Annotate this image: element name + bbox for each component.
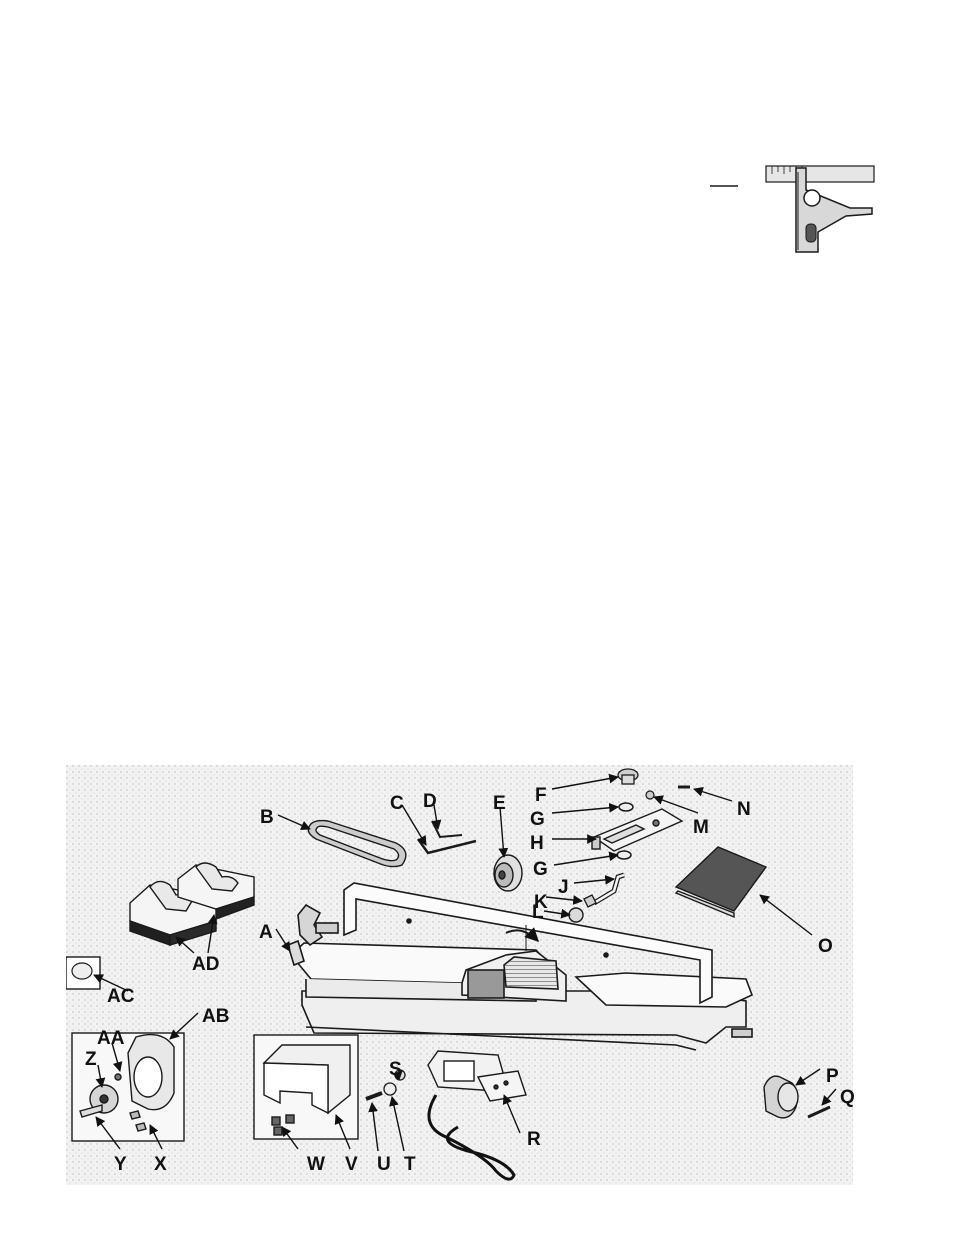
flange-nut [569, 908, 583, 922]
label-p: P [826, 1067, 839, 1086]
washer-upper [619, 803, 633, 811]
label-f: F [535, 786, 547, 805]
jointer-parts-diagram [66, 765, 853, 1185]
label-o: O [818, 937, 833, 956]
label-c: C [390, 794, 404, 813]
label-d: D [423, 792, 437, 811]
label-b: B [260, 808, 274, 827]
belt-guard-inset [254, 1035, 358, 1139]
label-a: A [259, 923, 273, 942]
label-m: M [693, 818, 709, 837]
label-z: Z [85, 1050, 97, 1069]
dust-cap [66, 957, 100, 989]
label-w: W [307, 1155, 325, 1174]
label-g-upper: G [530, 810, 545, 829]
label-q: Q [840, 1088, 855, 1107]
label-s: S [389, 1060, 402, 1079]
label-l: L [532, 903, 544, 922]
flat-washer [384, 1083, 396, 1095]
small-nut [646, 791, 654, 799]
label-ac: AC [107, 987, 134, 1006]
label-aa: AA [97, 1029, 124, 1048]
label-j: J [558, 878, 569, 897]
label-t: T [404, 1155, 416, 1174]
label-g-lower: G [533, 860, 548, 879]
label-ad: AD [192, 955, 219, 974]
label-e: E [493, 794, 506, 813]
label-u: U [377, 1155, 391, 1174]
label-ab: AB [202, 1007, 229, 1026]
washer-lower [617, 851, 631, 859]
combination-square-illustration [700, 160, 880, 260]
pulley [494, 855, 522, 891]
label-v: V [345, 1155, 358, 1174]
label-n: N [737, 800, 751, 819]
label-x: X [154, 1155, 167, 1174]
label-y: Y [114, 1155, 127, 1174]
label-h: H [530, 834, 544, 853]
label-r: R [527, 1130, 541, 1149]
